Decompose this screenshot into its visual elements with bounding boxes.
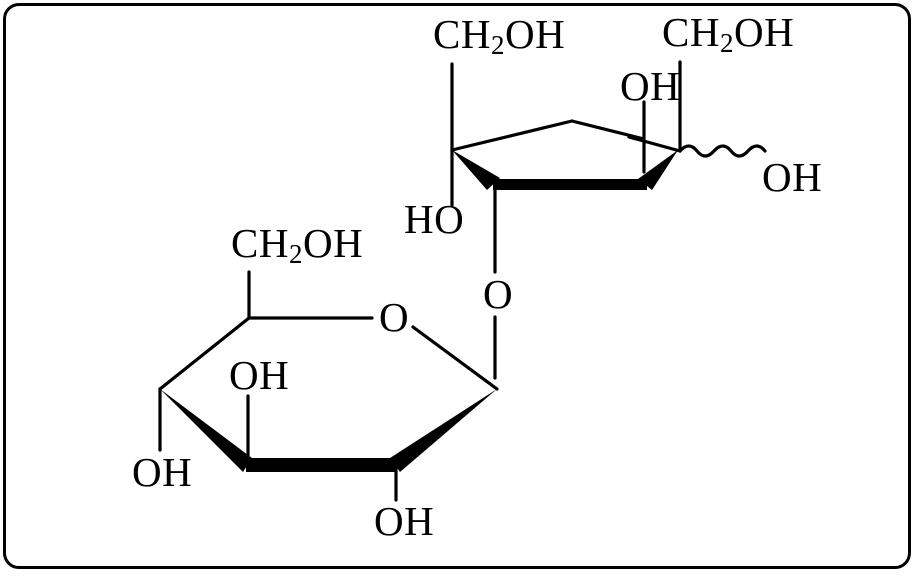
- furanose-bond-o-c2: [627, 135, 682, 153]
- ch2oh-prefix: CH: [662, 9, 720, 55]
- pyranose-bond-ringo-c1: [411, 325, 499, 391]
- furanose-wedge-c4-c3: [452, 150, 500, 190]
- pyranose-wedge-c4-c3: [160, 389, 252, 472]
- diagram-border: [3, 3, 911, 569]
- label-pyranose-oh-c4: OH: [132, 449, 193, 495]
- label-pyranose-ring-oxygen: O: [379, 294, 410, 340]
- ch2oh-subscript: 2: [288, 239, 303, 269]
- furanose-ring: [450, 60, 767, 274]
- furanose-bond-c4-c5: [450, 119, 574, 152]
- pyranose-bold-bottom-edge: [246, 458, 396, 472]
- label-pyranose-oh-anomeric: OH: [374, 498, 435, 544]
- pyranose-bond-c5-c4: [158, 316, 251, 391]
- ch2oh-suffix: OH: [733, 9, 795, 55]
- label-glycosidic-oxygen: O: [483, 271, 514, 317]
- pyranose-ring: [158, 270, 499, 502]
- ch2oh-subscript: 2: [490, 30, 505, 60]
- ch2oh-suffix: OH: [302, 220, 364, 266]
- ch2oh-prefix: CH: [231, 220, 289, 266]
- furanose-bold-bottom-edge: [493, 179, 647, 190]
- label-pyranose-oh-c3: OH: [229, 352, 290, 398]
- label-furanose-ch2oh-right: CH2OH: [662, 9, 795, 57]
- label-furanose-ho-left: HO: [404, 196, 465, 242]
- ch2oh-suffix: OH: [504, 11, 566, 57]
- furanose-wedge-c2-c3prime: [638, 150, 678, 190]
- ch2oh-prefix: CH: [433, 11, 491, 57]
- label-furanose-oh-top-right: OH: [620, 63, 681, 109]
- ch2oh-subscript: 2: [719, 28, 734, 58]
- label-pyranose-ch2oh: CH2OH: [231, 220, 364, 268]
- label-furanose-ch2oh-left: CH2OH: [433, 11, 566, 59]
- furanose-wavy-bond-to-oh: [678, 144, 767, 158]
- pyranose-wedge-c1-c2: [390, 389, 497, 472]
- furanose-bond-c5-o: [570, 119, 646, 141]
- label-furanose-anomeric-oh: OH: [762, 154, 823, 200]
